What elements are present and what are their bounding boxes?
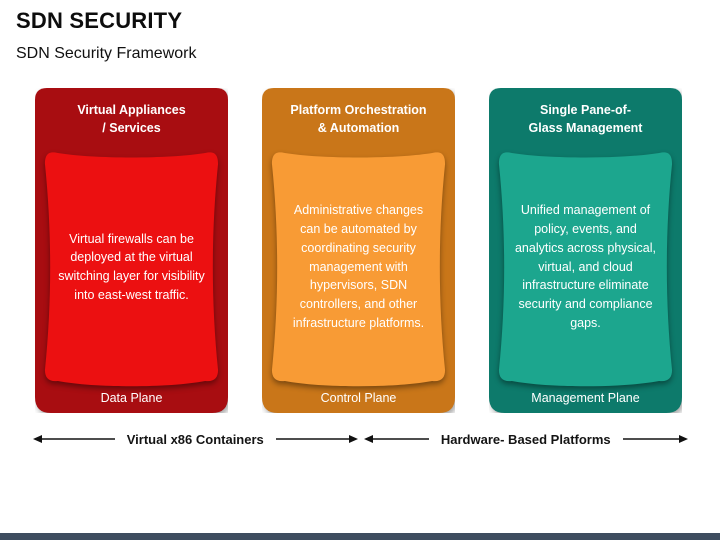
pillar-shape — [262, 88, 455, 413]
axis-line — [372, 438, 429, 440]
pillar-body-text: Virtual firewalls can be deployed at the… — [58, 231, 205, 302]
pillar-body-shape — [271, 152, 446, 387]
pillar-header-line2: & Automation — [317, 121, 400, 135]
pillar-header: Single Pane-of- Glass Management — [489, 88, 682, 150]
pillar-body-shape — [498, 152, 673, 387]
axis-span-hardware: Hardware- Based Platforms — [363, 431, 688, 447]
framework-columns: Virtual Appliances / Services Virtual fi… — [35, 88, 682, 413]
page-subtitle: SDN Security Framework — [16, 45, 197, 62]
arrowhead-right-icon — [679, 435, 688, 443]
pillar-header-line2: Glass Management — [528, 121, 643, 135]
bottom-accent-bar — [0, 533, 720, 540]
pillar-data-plane: Virtual Appliances / Services Virtual fi… — [35, 88, 228, 413]
pillar-header: Platform Orchestration & Automation — [262, 88, 455, 150]
pillar-shape — [489, 88, 682, 413]
arrowhead-left-icon — [363, 435, 373, 443]
pillar-body-shape — [44, 152, 219, 387]
pillar-footer-badge: Control Plane — [320, 390, 397, 405]
pillar-footer-badge: Data Plane — [100, 390, 163, 405]
pillar-header-line1: Single Pane-of- — [540, 102, 631, 117]
page-title: SDN SECURITY — [16, 8, 183, 33]
axis-line — [275, 438, 349, 440]
pillar-body-text: Unified management of policy, events, an… — [514, 203, 657, 330]
axis-line — [622, 438, 679, 440]
axis-label-virtual: Virtual x86 Containers — [126, 431, 264, 447]
pillar-shape — [35, 88, 228, 413]
pillar-body-text: Administrative changes can be automated … — [292, 203, 425, 330]
pillar-control-plane: Platform Orchestration & Automation Admi… — [262, 88, 455, 413]
pillar-header-line1: Virtual Appliances — [77, 102, 186, 117]
pillar-management-plane: Single Pane-of- Glass Management Unified… — [489, 88, 682, 413]
axis-span-virtual: Virtual x86 Containers — [33, 431, 358, 447]
pillar-footer-badge: Management Plane — [531, 390, 640, 405]
arrowhead-right-icon — [348, 435, 358, 443]
pillar-header: Virtual Appliances / Services — [35, 88, 228, 150]
platform-axis: Virtual x86 Containers Hardware- Based P… — [33, 431, 688, 447]
axis-label-hardware: Hardware- Based Platforms — [440, 431, 611, 447]
axis-line — [42, 438, 115, 440]
pillar-header-line1: Platform Orchestration — [290, 102, 427, 117]
arrowhead-left-icon — [33, 435, 42, 443]
pillar-header-line2: / Services — [102, 121, 161, 135]
